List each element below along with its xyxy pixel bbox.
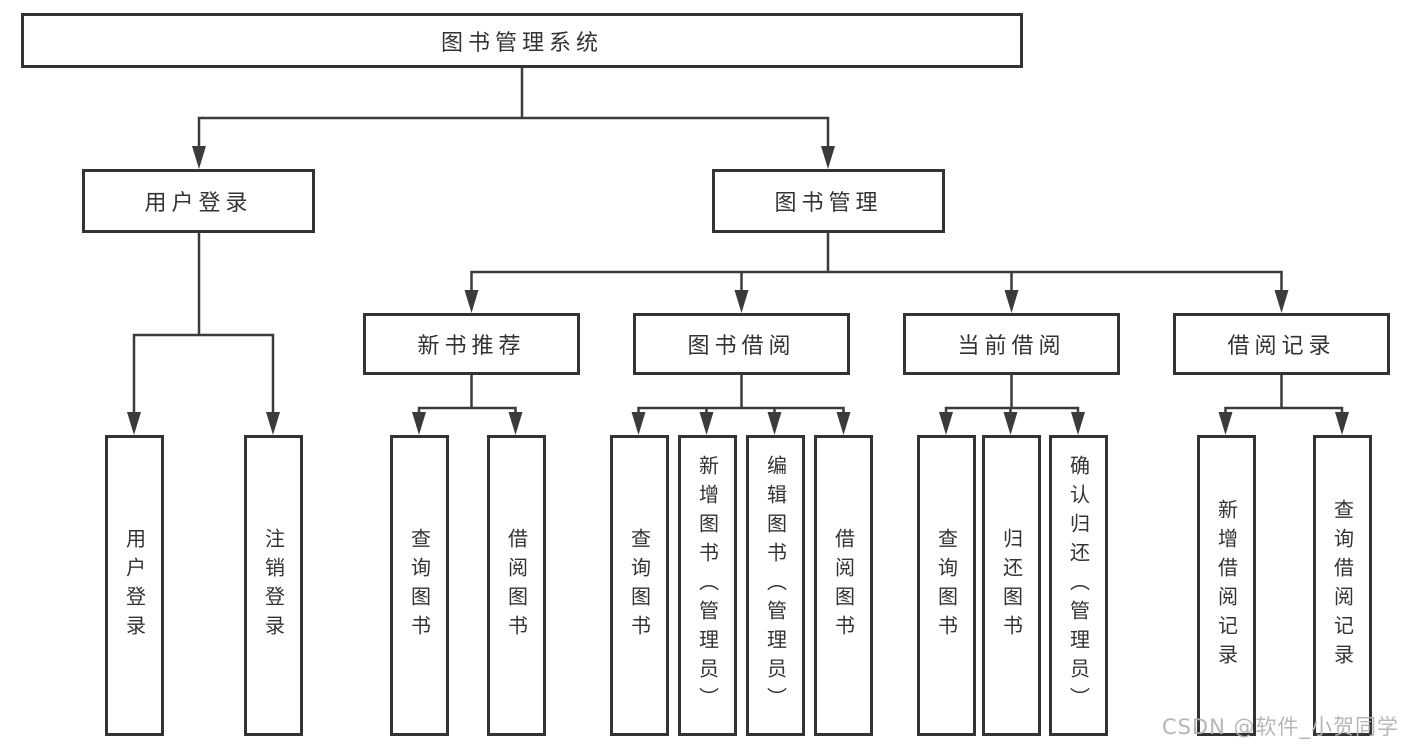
leaf-label: 归还图书 — [999, 527, 1024, 644]
connector-user-login-to-leaves — [132, 232, 275, 417]
leaf-confirm-return-admin: 确认归还（管理员） — [1049, 435, 1108, 736]
node-book-borrow: 图书借阅 — [633, 313, 850, 375]
leaf-borrow-books: 借阅图书 — [814, 435, 873, 736]
node-book-mgmt: 图书管理 — [712, 169, 945, 233]
leaf-label: 查询借阅记录 — [1330, 498, 1355, 673]
connector-book-borrow — [637, 374, 845, 417]
leaf-label: 用户登录 — [122, 527, 147, 644]
leaf-edit-books-admin: 编辑图书（管理员） — [746, 435, 805, 736]
leaf-query-books-recommend: 查询图书 — [390, 435, 449, 736]
connector-new-book-recommend — [417, 374, 517, 417]
leaf-query-books-borrow: 查询图书 — [610, 435, 669, 736]
leaf-label: 查询图书 — [627, 527, 652, 644]
leaf-logout: 注销登录 — [244, 435, 303, 736]
leaf-label: 编辑图书（管理员） — [763, 455, 788, 716]
leaf-query-books-current: 查询图书 — [917, 435, 976, 736]
node-new-book-recommend: 新书推荐 — [363, 313, 580, 375]
node-root: 图书管理系统 — [21, 13, 1023, 68]
leaf-return-books: 归还图书 — [982, 435, 1041, 736]
leaf-label: 确认归还（管理员） — [1066, 455, 1091, 716]
leaf-label: 查询图书 — [934, 527, 959, 644]
leaf-add-borrow-record: 新增借阅记录 — [1197, 435, 1256, 736]
connector-book-mgmt-to-level3 — [470, 232, 1283, 295]
connector-root-to-level2 — [197, 68, 830, 150]
leaf-add-books-admin: 新增图书（管理员） — [678, 435, 737, 736]
leaf-label: 新增图书（管理员） — [695, 455, 720, 716]
leaf-borrow-books-recommend: 借阅图书 — [487, 435, 546, 736]
leaf-label: 借阅图书 — [504, 527, 529, 644]
node-user-login: 用户登录 — [82, 169, 315, 233]
leaf-label: 查询图书 — [407, 527, 432, 644]
watermark: CSDN @软件_小贺同学 — [1161, 715, 1399, 739]
leaf-label: 注销登录 — [261, 527, 286, 644]
leaf-label: 新增借阅记录 — [1214, 498, 1239, 673]
leaf-label: 借阅图书 — [831, 527, 856, 644]
connector-borrow-records — [1224, 374, 1344, 417]
leaf-query-borrow-record: 查询借阅记录 — [1313, 435, 1372, 736]
node-current-borrow: 当前借阅 — [903, 313, 1120, 375]
leaf-user-login: 用户登录 — [105, 435, 164, 736]
node-borrow-records: 借阅记录 — [1173, 313, 1390, 375]
connector-current-borrow — [944, 374, 1080, 417]
arrowheads — [127, 146, 1349, 435]
